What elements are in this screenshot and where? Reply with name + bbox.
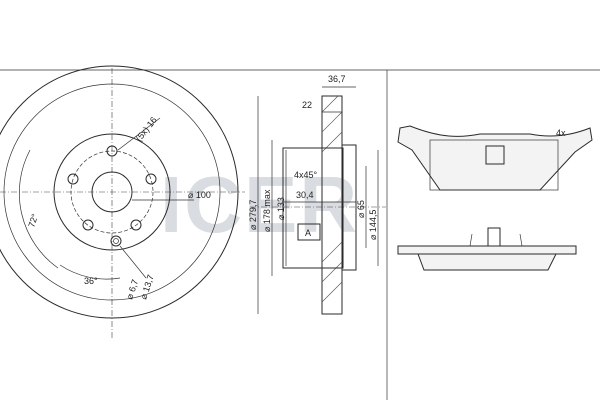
section-hatching (321, 95, 343, 303)
hat-profile (342, 144, 357, 271)
label-hub-width: 22 (302, 100, 312, 110)
label-offset: 30,4 (296, 190, 314, 200)
angle-arc-72 (18, 149, 59, 269)
leader-bolt-pattern (117, 117, 161, 151)
label-pad-quantity: 4x (556, 128, 566, 138)
label-diameter-hat: ⌀ 133 (276, 197, 286, 220)
label-hole-a: ⌀ 13,7 (138, 273, 155, 300)
pad-backing-plate (397, 125, 593, 191)
pad-center-clip (485, 145, 505, 165)
pad-clip-wire-left (469, 233, 473, 247)
center-bore (91, 171, 133, 213)
bolt-hole-2 (145, 173, 157, 185)
label-center-bore: ⌀ 100 (188, 190, 211, 200)
label-angle-36: 36° (84, 276, 98, 286)
hub-face (282, 147, 344, 269)
label-chamfer: 4x45° (294, 170, 318, 180)
label-diameter-pcd: ⌀ 144,5 (368, 210, 378, 240)
label-diameter-outer: ⌀ 279,7 (248, 200, 258, 230)
disc-section-view: A 36,7 22 4x45° 30,4 ⌀ 279,7 ⌀ 178 max ⌀… (248, 74, 386, 315)
pad-side-plate (397, 245, 577, 255)
pad-friction-block (429, 139, 559, 191)
label-diameter-max: ⌀ 178 max (262, 189, 272, 232)
locating-hole-inner (113, 238, 119, 244)
bolt-hole-3 (130, 219, 142, 231)
watermark-logo: ICER (160, 160, 359, 249)
pad-clip-wire-right (519, 233, 523, 247)
bolt-hole-4 (82, 219, 94, 231)
label-overall-width: 36,7 (328, 74, 346, 84)
label-datum: A (305, 228, 311, 238)
pad-side-friction (417, 253, 557, 271)
label-bolt-pattern: (5x) 16 (134, 115, 159, 143)
label-angle-72: 72° (26, 212, 40, 228)
brake-pad-drawing: 4x (397, 125, 593, 271)
disc-outer-edge (0, 65, 239, 319)
label-diameter-bore: ⌀ 65 (356, 200, 366, 218)
bolt-hole-5 (67, 173, 79, 185)
leader-hole-size (119, 245, 147, 279)
locating-hole-outer (110, 235, 122, 247)
disc-hat-edge (53, 133, 171, 251)
bolt-hole-1 (106, 145, 118, 157)
datum-box (297, 223, 321, 241)
friction-ring-section (321, 95, 343, 315)
bolt-circle (70, 150, 154, 234)
disc-friction-inner-edge (3, 83, 221, 301)
pad-spring-clip (487, 227, 501, 247)
angle-arc-36 (59, 264, 121, 280)
